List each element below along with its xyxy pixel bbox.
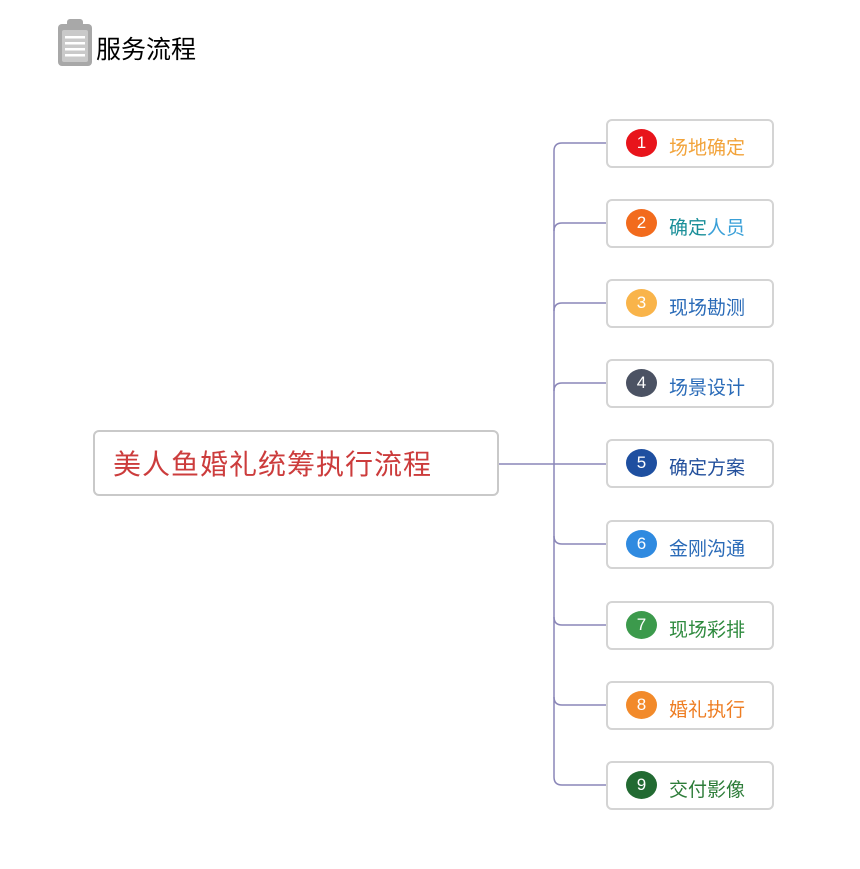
root-label: 美人鱼婚礼统筹执行流程	[113, 448, 433, 481]
step-label-4: 场景设计	[669, 377, 746, 399]
step-label-2-part-b: 人员	[707, 217, 746, 239]
step-node-8: 8 婚礼执行	[606, 681, 774, 730]
branch-connector-3	[553, 302, 606, 312]
step-label-9: 交付影像	[669, 779, 746, 801]
branch-connector-9	[553, 776, 606, 786]
step-node-2: 2 确定人员	[606, 199, 774, 248]
step-node-3: 3 现场勘测	[606, 279, 774, 328]
page-title: 服务流程	[96, 35, 197, 64]
step-badge-6: 6	[626, 530, 657, 558]
step-badge-9: 9	[626, 771, 657, 799]
branch-connector-7	[553, 616, 606, 626]
step-node-4: 4 场景设计	[606, 359, 774, 408]
step-label-1: 场地确定	[669, 137, 746, 159]
root-node: 美人鱼婚礼统筹执行流程	[93, 430, 499, 496]
step-node-9: 9 交付影像	[606, 761, 774, 810]
branch-connector-8	[553, 696, 606, 706]
step-label-6: 金刚沟通	[669, 538, 746, 560]
branch-connector-4	[553, 382, 606, 392]
branch-connector-2	[553, 222, 606, 232]
step-badge-4: 4	[626, 369, 657, 397]
step-badge-7: 7	[626, 611, 657, 639]
step-node-1: 1 场地确定	[606, 119, 774, 168]
clipboard-icon	[58, 19, 92, 66]
step-badge-5: 5	[626, 449, 657, 477]
step-label-2-part-a: 确定	[669, 217, 708, 239]
page-header: 服务流程	[56, 18, 196, 68]
step-badge-1: 1	[626, 129, 657, 157]
step-label-2: 确定人员	[669, 213, 745, 240]
branch-connector-6	[553, 535, 606, 545]
step-label-5: 确定方案	[669, 457, 746, 479]
step-badge-3: 3	[626, 289, 657, 317]
step-node-7: 7 现场彩排	[606, 601, 774, 650]
step-node-6: 6 金刚沟通	[606, 520, 774, 569]
step-badge-2: 2	[626, 209, 657, 237]
branch-connector-1	[553, 142, 606, 152]
step-label-8: 婚礼执行	[669, 699, 746, 721]
step-label-3: 现场勘测	[669, 297, 746, 319]
step-badge-8: 8	[626, 691, 657, 719]
step-node-5: 5 确定方案	[606, 439, 774, 488]
step-label-7: 现场彩排	[669, 619, 746, 641]
